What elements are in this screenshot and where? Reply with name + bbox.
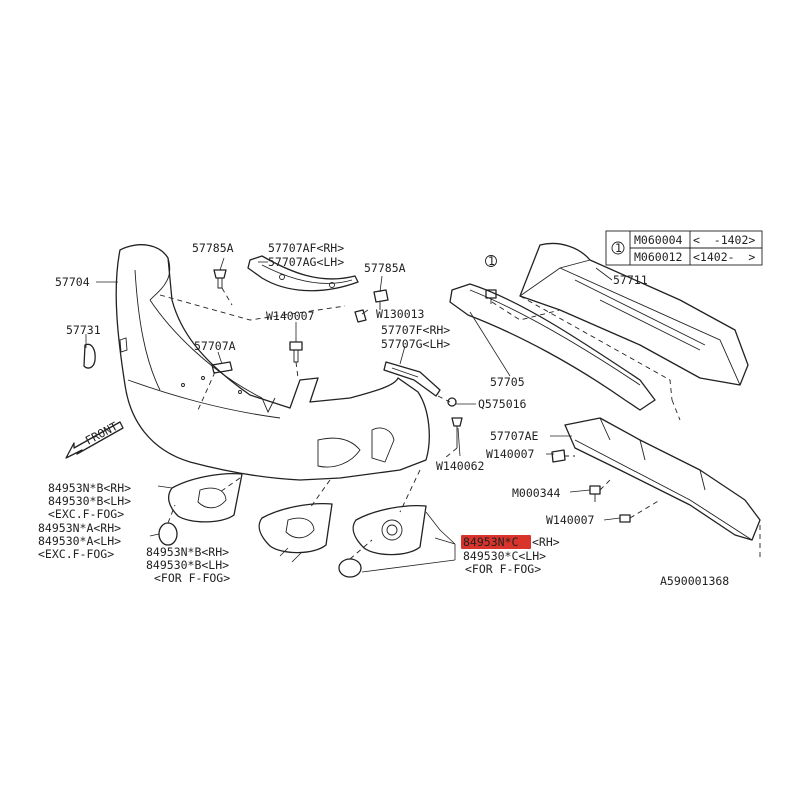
label-57704: 57704 (55, 275, 90, 289)
fog-cover-mid[interactable] (258, 502, 333, 554)
screw-w140007-top[interactable] (289, 341, 303, 363)
lower-beam-57707ae[interactable] (564, 417, 761, 541)
fog-cover-right[interactable] (352, 504, 427, 556)
table-row1-part: M060004 (634, 233, 683, 247)
assembly-lines (159, 287, 761, 560)
screw-w140062[interactable] (451, 417, 463, 448)
label-cap-note: <EXC.F-FOG> (38, 547, 114, 561)
clip-57785a-left[interactable] (213, 269, 227, 289)
label-57785a-left: 57785A (192, 241, 234, 255)
cover-57731[interactable] (83, 343, 96, 369)
label-fog-mid-rh: 84953N*B<RH> (146, 545, 229, 559)
label-57705: 57705 (490, 375, 525, 389)
label-cap-lh: 849530*A<LH> (38, 534, 121, 548)
bolt-ref-marker[interactable] (485, 289, 497, 304)
table-marker: 1 (615, 241, 622, 255)
label-fog-right-rh-side: <RH> (532, 535, 560, 549)
label-57707af: 57707AF<RH> (268, 241, 344, 255)
reference-table (605, 230, 763, 266)
bolt-m000344[interactable] (589, 485, 601, 502)
label-w130013: W130013 (376, 307, 425, 321)
fog-cover-left[interactable] (167, 472, 243, 523)
screw-w140007-mid[interactable] (551, 449, 566, 463)
label-w140007-low: W140007 (546, 513, 595, 527)
screw-w130013[interactable] (354, 309, 367, 323)
front-label: FRONT (83, 419, 120, 448)
diagram-id: A590001368 (660, 574, 729, 588)
bracket-57707a[interactable] (211, 361, 233, 374)
front-arrow (65, 421, 124, 459)
absorber-57705[interactable] (449, 283, 656, 411)
label-57707ae: 57707AE (490, 429, 539, 443)
label-57707g: 57707G<LH> (381, 337, 450, 351)
table-row1-range: < -1402> (693, 233, 755, 247)
label-cap-rh: 84953N*A<RH> (38, 521, 121, 535)
ref-marker-circle (485, 255, 497, 267)
side-bracket[interactable] (383, 361, 441, 397)
label-fog-right-rh-part[interactable]: 84953N*C (463, 535, 518, 549)
beam-57711[interactable] (519, 242, 749, 386)
clip-57785a-right[interactable] (373, 289, 389, 310)
label-57707a: 57707A (194, 339, 236, 353)
label-cover-left-lh: 849530*B<LH> (48, 494, 131, 508)
label-cover-left-rh: 84953N*B<RH> (48, 481, 131, 495)
table-row2-part: M060012 (634, 250, 682, 264)
label-w140007-mid: W140007 (486, 447, 535, 461)
ref-marker-one: 1 (488, 254, 495, 268)
label-w140062: W140062 (436, 459, 484, 473)
label-57707ag: 57707AG<LH> (268, 255, 344, 269)
label-m000344: M000344 (512, 486, 561, 500)
label-q575016: Q575016 (478, 397, 527, 411)
label-fog-right-lh: 849530*C<LH> (463, 549, 546, 563)
label-57711: 57711 (613, 273, 648, 287)
label-fog-mid-lh: 849530*B<LH> (146, 558, 229, 572)
label-57785a-right: 57785A (364, 261, 406, 275)
label-57731: 57731 (66, 323, 101, 337)
fog-ring[interactable] (338, 558, 362, 578)
screw-w140007-low[interactable] (619, 514, 631, 523)
label-fog-mid-note: <FOR F-FOG> (154, 571, 230, 585)
clip-q575016[interactable] (447, 397, 457, 407)
highlight-box (461, 535, 531, 549)
label-fog-right-note: <FOR F-FOG> (465, 562, 541, 576)
label-w140007-top: W140007 (266, 309, 315, 323)
table-row2-range: <1402- > (693, 250, 755, 264)
leader-lines (85, 257, 621, 573)
label-cover-left-note: <EXC.F-FOG> (48, 507, 124, 521)
bumper-face[interactable] (115, 244, 430, 481)
label-57707f: 57707F<RH> (381, 323, 450, 337)
cap-left[interactable] (158, 522, 178, 546)
upper-bracket[interactable] (247, 255, 359, 292)
